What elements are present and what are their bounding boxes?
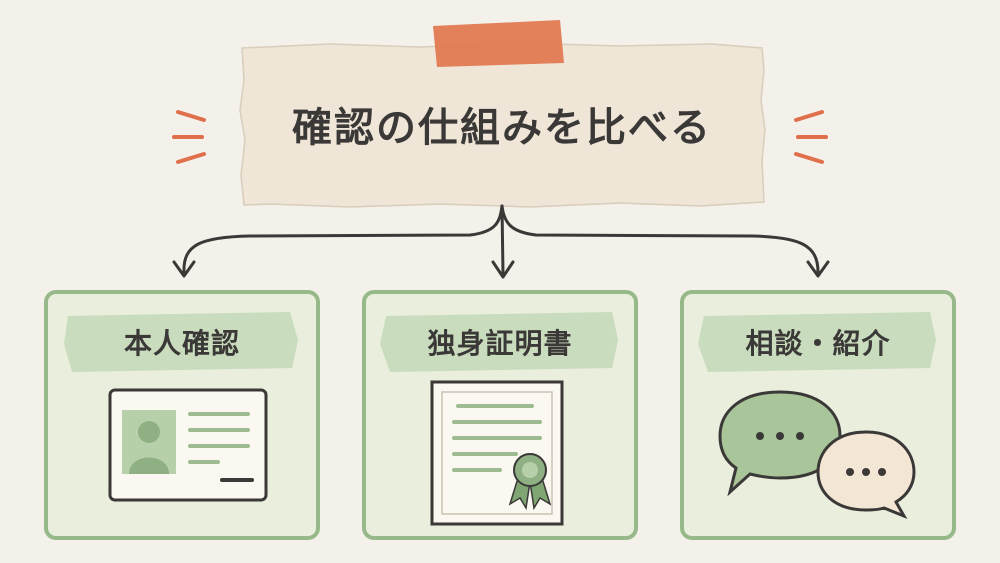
connector-arrows (172, 204, 830, 279)
title-paper (239, 42, 766, 208)
card-label: 本人確認 (123, 327, 240, 360)
chat-bubbles-icon (718, 390, 916, 519)
certificate-icon (430, 380, 564, 526)
id-card-icon (108, 388, 268, 502)
page-title: 確認の仕組みを比べる (292, 105, 712, 151)
tape (433, 20, 564, 67)
card-identity-check: 本人確認 (44, 290, 320, 540)
card-consultation-introduction: 相談・紹介 (680, 290, 956, 540)
emphasis-marks-right (794, 110, 828, 164)
label-bands (64, 312, 936, 372)
emphasis-marks-left (172, 110, 206, 164)
card-label: 相談・紹介 (745, 327, 891, 360)
card-label: 独身証明書 (427, 327, 573, 360)
title-card: 確認の仕組みを比べる (238, 44, 766, 204)
card-single-certificate: 独身証明書 (362, 290, 638, 540)
